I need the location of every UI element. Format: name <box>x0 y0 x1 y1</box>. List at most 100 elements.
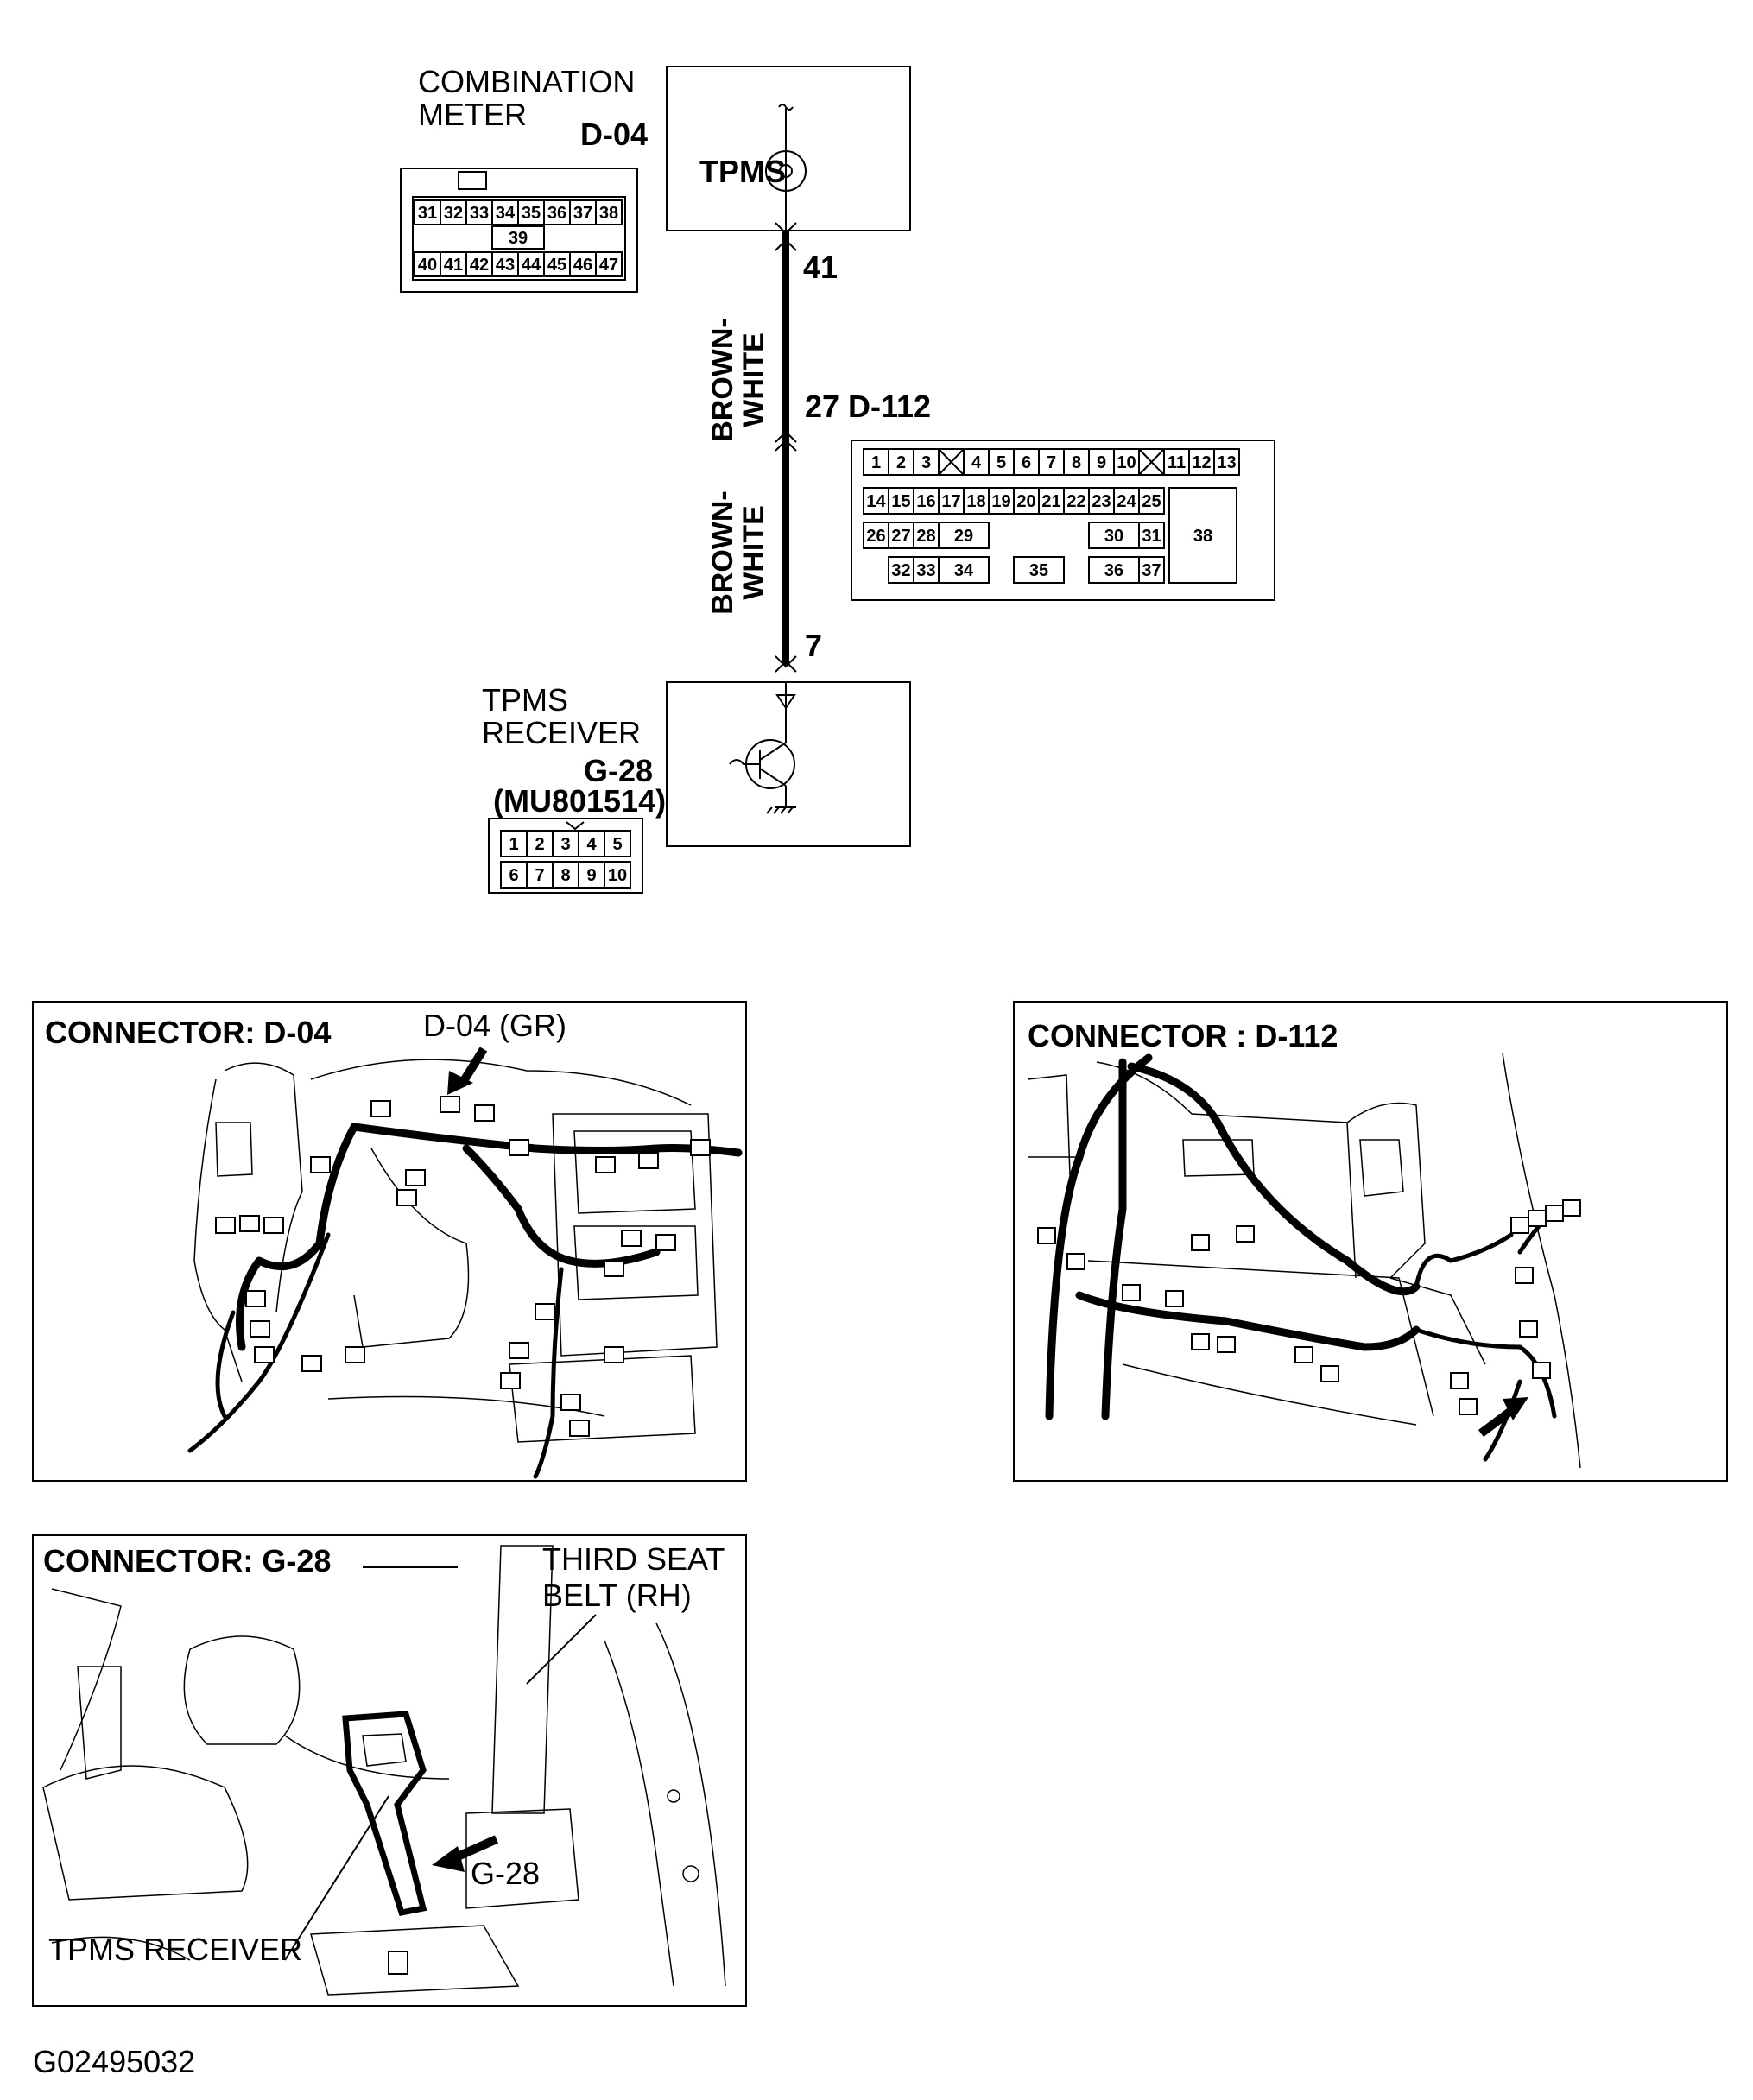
connector-pin <box>414 251 441 277</box>
connector-pin-label: 15 <box>891 492 910 511</box>
panel-g28-callout: G-28 <box>471 1856 540 1891</box>
connector-pin-label: 31 <box>1142 527 1161 546</box>
connector-pin-label: 34 <box>496 204 516 223</box>
connector-pin-label: 38 <box>599 204 618 223</box>
connector-pin <box>1038 487 1065 515</box>
connector-pin-label: 26 <box>866 527 885 546</box>
receiver-box <box>666 681 911 847</box>
connector-pin-label: 40 <box>418 256 437 275</box>
receiver-code: G-28 <box>584 753 653 788</box>
connector-pin-label: 29 <box>954 527 973 546</box>
connector-pin <box>517 251 545 277</box>
connector-pin <box>1063 448 1090 476</box>
connector-pin-label: 37 <box>573 204 592 223</box>
connector-pin-label: 5 <box>997 453 1006 472</box>
connector-pin <box>863 487 889 515</box>
connector-pin-label: 20 <box>1016 492 1035 511</box>
connector-pin <box>1213 448 1240 476</box>
panel-d112: CONNECTOR : D-112 <box>1013 1001 1728 1482</box>
connector-pin-label: 6 <box>509 866 518 885</box>
connector-pin-label: 41 <box>444 256 463 275</box>
connector-pin <box>888 522 914 549</box>
panel-d04: CONNECTOR: D-04 D-04 (GR) <box>32 1001 747 1482</box>
connector-pin-label: 24 <box>1117 492 1136 511</box>
belt-label-line1: THIRD SEAT <box>542 1541 725 1577</box>
connector-pin <box>913 556 940 584</box>
panel-d04-title: CONNECTOR: D-04 <box>45 1015 331 1050</box>
svg-text:BROWN-: BROWN- <box>706 490 739 615</box>
connector-pin <box>888 487 914 515</box>
ground-icon <box>766 806 796 814</box>
connector-pin-label: 5 <box>612 835 622 854</box>
connector-pin-label: 37 <box>1142 561 1161 580</box>
connector-pin-label: 10 <box>1117 453 1136 472</box>
connector-pin <box>578 861 605 889</box>
connector-pin <box>888 556 914 584</box>
connector-pin <box>1013 487 1040 515</box>
panel-d112-title: CONNECTOR : D-112 <box>1028 1018 1338 1053</box>
connector-pin-label: 3 <box>921 453 931 472</box>
empty-cavity-mark <box>938 448 965 476</box>
connector-pin <box>863 448 889 476</box>
connector-pin <box>963 448 990 476</box>
connector-pin <box>604 861 631 889</box>
receiver-label: TPMS RECEIVER <box>48 1932 302 1967</box>
connector-pin-label: 7 <box>535 866 544 885</box>
empty-cavity-mark <box>1138 448 1165 476</box>
panel-g28: CONNECTOR: G-28 THIRD SEAT BELT (RH) G-2… <box>32 1534 747 2007</box>
figure-id: G02495032 <box>33 2044 195 2079</box>
connector-pin <box>552 830 579 857</box>
connector-pin-label: 45 <box>547 256 566 275</box>
connector-pin <box>1163 448 1190 476</box>
connector-pin-label: 39 <box>509 229 528 248</box>
connector-pin <box>1138 556 1165 584</box>
connector-pin-label: 38 <box>1193 527 1212 546</box>
svg-text:WHITE: WHITE <box>737 332 770 427</box>
connector-pin-label: 4 <box>971 453 982 472</box>
junction-connector-mark <box>775 430 797 443</box>
connector-pin-label: 7 <box>1047 453 1056 472</box>
tpms-lamp-icon <box>765 150 807 192</box>
connector-pin-label: 47 <box>599 256 618 275</box>
meter-terminal-mark <box>775 222 797 235</box>
connector-pin-label: 35 <box>522 204 541 223</box>
connector-pin-label: 28 <box>916 527 935 546</box>
connector-pin-label: 12 <box>1192 453 1211 472</box>
connector-pin-label: 33 <box>916 561 935 580</box>
connector-pin-label: 25 <box>1142 492 1161 511</box>
connector-pin-label: 23 <box>1092 492 1111 511</box>
meter-pin-number: 41 <box>803 250 838 285</box>
connector-pin <box>1088 522 1140 549</box>
g28-arrow-icon <box>455 1835 499 1861</box>
connector-pin-label: 14 <box>866 492 886 511</box>
connector-pin-label: 36 <box>1104 561 1123 580</box>
connector-pin-label: 3 <box>560 835 570 854</box>
connector-pin-label: 17 <box>941 492 960 511</box>
connector-pin-label: 32 <box>891 561 910 580</box>
connector-pin <box>595 199 623 225</box>
connector-pin-label: 2 <box>896 453 906 472</box>
connector-pin <box>543 199 571 225</box>
junction-pin-number: 27 <box>805 389 839 424</box>
meter-supply-mark <box>778 104 794 111</box>
antenna-icon <box>775 694 796 710</box>
connector-pin <box>578 830 605 857</box>
lower-wire-color: BROWN- WHITE <box>706 490 770 615</box>
connector-pin-label: 18 <box>966 492 985 511</box>
connector-pin <box>500 830 528 857</box>
connector-pin <box>604 830 631 857</box>
connector-pin <box>543 251 571 277</box>
connector-pin <box>988 487 1015 515</box>
connector-pin-label: 44 <box>522 256 541 275</box>
receiver-name-line2: RECEIVER <box>482 715 641 750</box>
connector-pin-label: 19 <box>991 492 1010 511</box>
meter-code: D-04 <box>580 117 648 152</box>
connector-pin-label: 9 <box>1097 453 1106 472</box>
connector-pin-label: 1 <box>871 453 881 472</box>
connector-pin-label: 32 <box>444 204 463 223</box>
connector-pin <box>569 199 597 225</box>
connector-pin <box>1013 556 1065 584</box>
connector-pin-label: 27 <box>891 527 910 546</box>
